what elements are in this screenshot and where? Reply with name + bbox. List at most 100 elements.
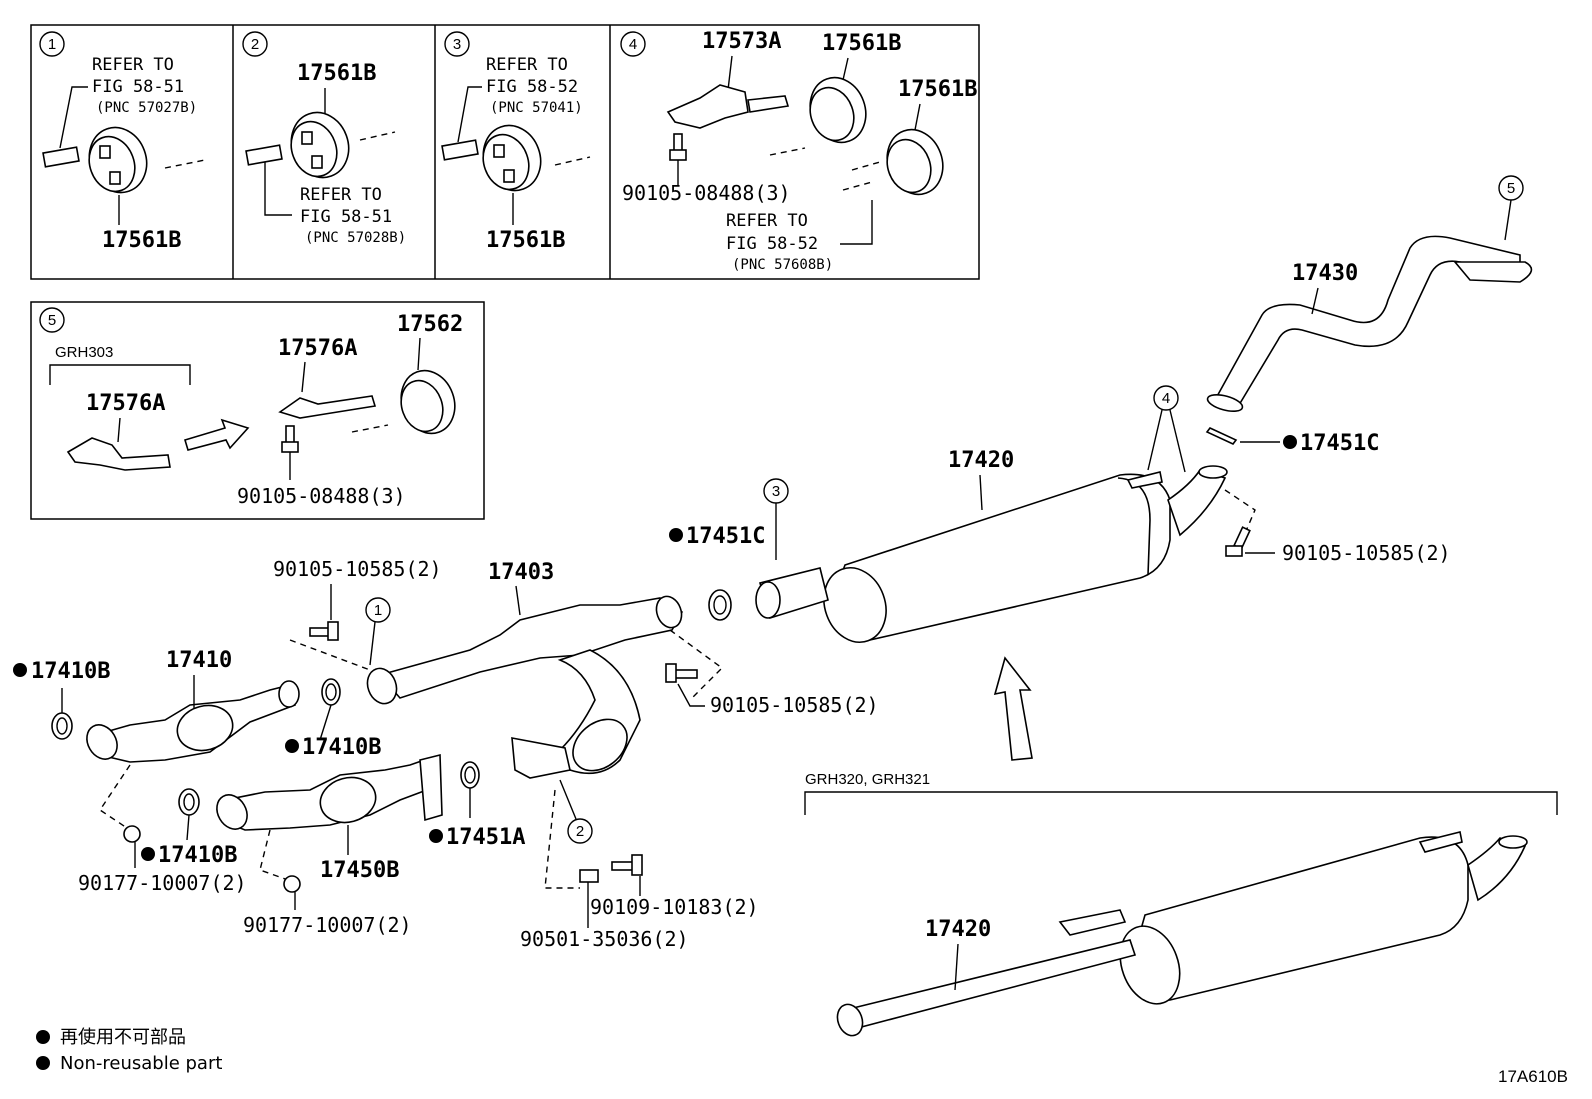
non-reusable-marker: [141, 847, 155, 861]
callout-4-circle: [1153, 385, 1179, 411]
inset-3: 3 REFER TO FIG 58-52 (PNC 57041) 17561B: [441, 31, 591, 253]
alt-muffler-17420: [836, 831, 1528, 1037]
non-reusable-marker: [285, 739, 299, 753]
hanger-rubber: [482, 124, 542, 192]
legend-marker-jp: [36, 1030, 50, 1044]
label-bolt-center: 90105-10585(2): [710, 693, 879, 717]
callout-1-circle: [365, 597, 391, 623]
label-bolt-left: 90105-10585(2): [273, 557, 442, 581]
inset-3-pnc: (PNC 57041): [490, 100, 583, 116]
front-pipe-17410: [86, 680, 300, 763]
inset-5-bolt: 90105-08488(3): [237, 484, 406, 508]
gasket-17410b-3: [178, 788, 200, 816]
label-gasket-c-top: 17451C: [1300, 431, 1379, 456]
hanger-rubber: [400, 369, 456, 435]
inset-3-part: 17561B: [486, 228, 565, 253]
callout-3: 3: [772, 483, 780, 500]
label-nut-2: 90177-10007(2): [243, 913, 412, 937]
hanger-rubber: [809, 76, 867, 144]
inset-5-frame: [30, 301, 485, 520]
inset-3-refer: REFER TO: [486, 55, 568, 75]
gasket-17451c-top: [1205, 427, 1238, 445]
label-gasket-c-mid: 17451C: [686, 524, 765, 549]
non-reusable-marker: [669, 528, 683, 542]
bolt: [611, 854, 643, 876]
front-pipe-17450b: [216, 753, 443, 831]
inset-4-bracket-label: 17573A: [702, 29, 781, 54]
label-gasket-b-3: 17410B: [158, 843, 237, 868]
label-front-pipe: 17410: [166, 648, 232, 673]
inset-1-part: 17561B: [102, 228, 181, 253]
inset-4-part-b: 17561B: [898, 77, 977, 102]
tail-pipe-17430: [1206, 235, 1533, 413]
inset-4-part-a: 17561B: [822, 31, 901, 56]
nut: [283, 875, 301, 893]
alt-label-muffler: 17420: [925, 917, 991, 942]
gasket-17451c-mid: [708, 589, 732, 621]
inset-4-refer: REFER TO: [726, 211, 808, 231]
callout-2: 2: [576, 823, 584, 840]
inset-5-number: 5: [48, 312, 56, 329]
gasket-17451a: [460, 761, 480, 789]
inset-4-number: 4: [629, 36, 637, 53]
inset-3-fig: FIG 58-52: [486, 77, 578, 97]
inset-4-bolt: 90105-08488(3): [622, 181, 791, 205]
inset-1-number: 1: [48, 36, 56, 53]
inset-1-pnc: (PNC 57027B): [96, 100, 197, 116]
bracket-17576a-old: [66, 437, 171, 471]
spring: [579, 869, 599, 883]
hanger-rubber: [886, 128, 944, 196]
inset-4-fig: FIG 58-52: [726, 234, 818, 254]
inset-5: 5 GRH303 17576A 17576A 17562 90105-08488…: [30, 301, 485, 520]
callout-5: 5: [1507, 180, 1515, 197]
non-reusable-marker: [429, 829, 443, 843]
inset-row-frame: [30, 24, 980, 280]
bolt: [281, 425, 299, 453]
label-gasket-b-1: 17410B: [31, 659, 110, 684]
bolt: [1225, 526, 1251, 557]
center-pipe-17403: [366, 595, 684, 779]
bolt: [309, 621, 339, 641]
gasket-17410b-1: [51, 712, 73, 740]
inset-1-circle: [39, 31, 65, 57]
callout-1: 1: [374, 602, 382, 619]
label-gasket-a: 17451A: [446, 825, 525, 850]
reference-arrow-up: [993, 656, 1033, 761]
bracket-17573a: [666, 84, 790, 129]
nut: [123, 825, 141, 843]
label-tail-pipe: 17430: [1292, 261, 1358, 286]
inset-2-fig: FIG 58-51: [300, 207, 392, 227]
label-gasket-b-2: 17410B: [302, 735, 381, 760]
callout-4: 4: [1162, 390, 1170, 407]
figure-id: 17A610B: [1498, 1067, 1568, 1086]
label-spring: 90501-35036(2): [520, 927, 689, 951]
non-reusable-marker: [13, 663, 27, 677]
bolt: [665, 663, 698, 683]
label-muffler: 17420: [948, 448, 1014, 473]
inset-1: 1 REFER TO FIG 58-51 (PNC 57027B) 17561B: [39, 31, 206, 253]
inset-1-fig: FIG 58-51: [92, 77, 184, 97]
callout-2-circle: [567, 818, 593, 844]
legend: 再使用不可部品 Non-reusable part: [36, 1027, 222, 1074]
alt-models: GRH320, GRH321: [805, 771, 930, 788]
inset-2-part: 17561B: [297, 61, 376, 86]
inset-5-hanger: 17562: [397, 312, 463, 337]
legend-en: Non-reusable part: [60, 1053, 222, 1074]
bracket-17576a-new: [278, 395, 377, 419]
non-reusable-marker: [1283, 435, 1297, 449]
hanger-rubber: [290, 111, 350, 179]
legend-marker-en: [36, 1056, 50, 1070]
inset-4: 4 17573A 17561B 17561B 90105-08488(3) RE…: [620, 29, 977, 273]
inset-panel-row: [30, 24, 980, 280]
muffler-17420: [755, 465, 1228, 643]
inset-5-model: GRH303: [55, 344, 113, 361]
inset-4-pnc: (PNC 57608B): [732, 257, 833, 273]
label-center-pipe: 17403: [488, 560, 554, 585]
label-bolt-spring: 90109-10183(2): [590, 895, 759, 919]
inset-2-number: 2: [251, 36, 259, 53]
label-nut-1: 90177-10007(2): [78, 871, 247, 895]
legend-jp: 再使用不可部品: [60, 1027, 186, 1048]
gasket-17410b-2: [321, 678, 341, 706]
inset-3-number: 3: [453, 36, 461, 53]
